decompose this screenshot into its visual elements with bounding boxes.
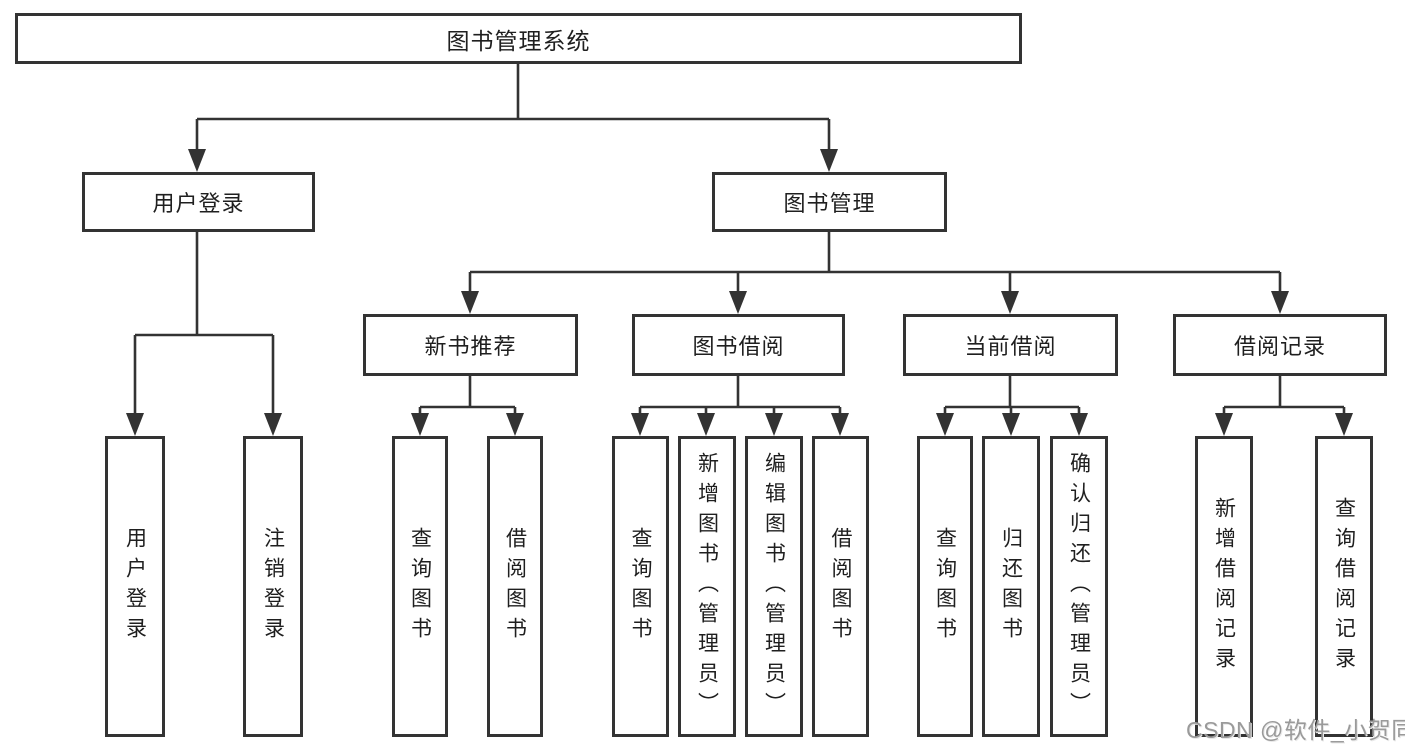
node-user-login: 用户登录 [82,172,315,232]
node-label: 注销登录 [261,526,285,647]
node-current-borrow: 当前借阅 [903,314,1118,376]
node-edit-book-admin: 编辑图书（管理员） [745,436,803,737]
node-label: 编辑图书（管理员） [762,451,786,722]
node-return-book: 归还图书 [982,436,1040,737]
node-new-book-recommend: 新书推荐 [363,314,578,376]
node-add-book-admin: 新增图书（管理员） [678,436,736,737]
watermark: CSDN @软件_小贺同学 [1186,717,1405,743]
node-label: 归还图书 [999,526,1023,647]
node-library-management-system: 图书管理系统 [15,13,1022,64]
node-borrow-books-recommend: 借阅图书 [487,436,543,737]
node-label: 用户登录 [152,191,245,216]
node-label: 查询借阅记录 [1332,496,1356,677]
node-label: 查询图书 [408,526,432,647]
node-confirm-return-admin: 确认归还（管理员） [1050,436,1108,737]
node-book-borrow: 图书借阅 [632,314,845,376]
node-label: 新增图书（管理员） [695,451,719,722]
node-add-borrow-record: 新增借阅记录 [1195,436,1253,737]
node-label: 确认归还（管理员） [1067,451,1091,722]
node-query-books-borrow: 查询图书 [612,436,669,737]
node-label: 图书管理系统 [446,27,591,54]
node-label: 查询图书 [629,526,652,647]
node-label: 当前借阅 [964,334,1057,359]
node-label: 借阅图书 [829,526,852,647]
node-label: 查询图书 [933,526,957,647]
node-label: 新书推荐 [424,334,517,359]
node-label: 借阅图书 [503,526,527,647]
node-label: 图书管理 [783,191,876,216]
node-logout: 注销登录 [243,436,303,737]
node-label: 图书借阅 [692,334,785,359]
node-label: 用户登录 [123,526,147,647]
node-book-management: 图书管理 [712,172,947,232]
node-borrow-records: 借阅记录 [1173,314,1387,376]
node-query-books-recommend: 查询图书 [392,436,448,737]
node-query-books-current: 查询图书 [917,436,973,737]
node-label: 新增借阅记录 [1212,496,1236,677]
node-query-borrow-record: 查询借阅记录 [1315,436,1373,737]
node-label: 借阅记录 [1233,334,1326,359]
node-borrow-books-leaf: 借阅图书 [812,436,869,737]
node-user-login-leaf: 用户登录 [105,436,165,737]
